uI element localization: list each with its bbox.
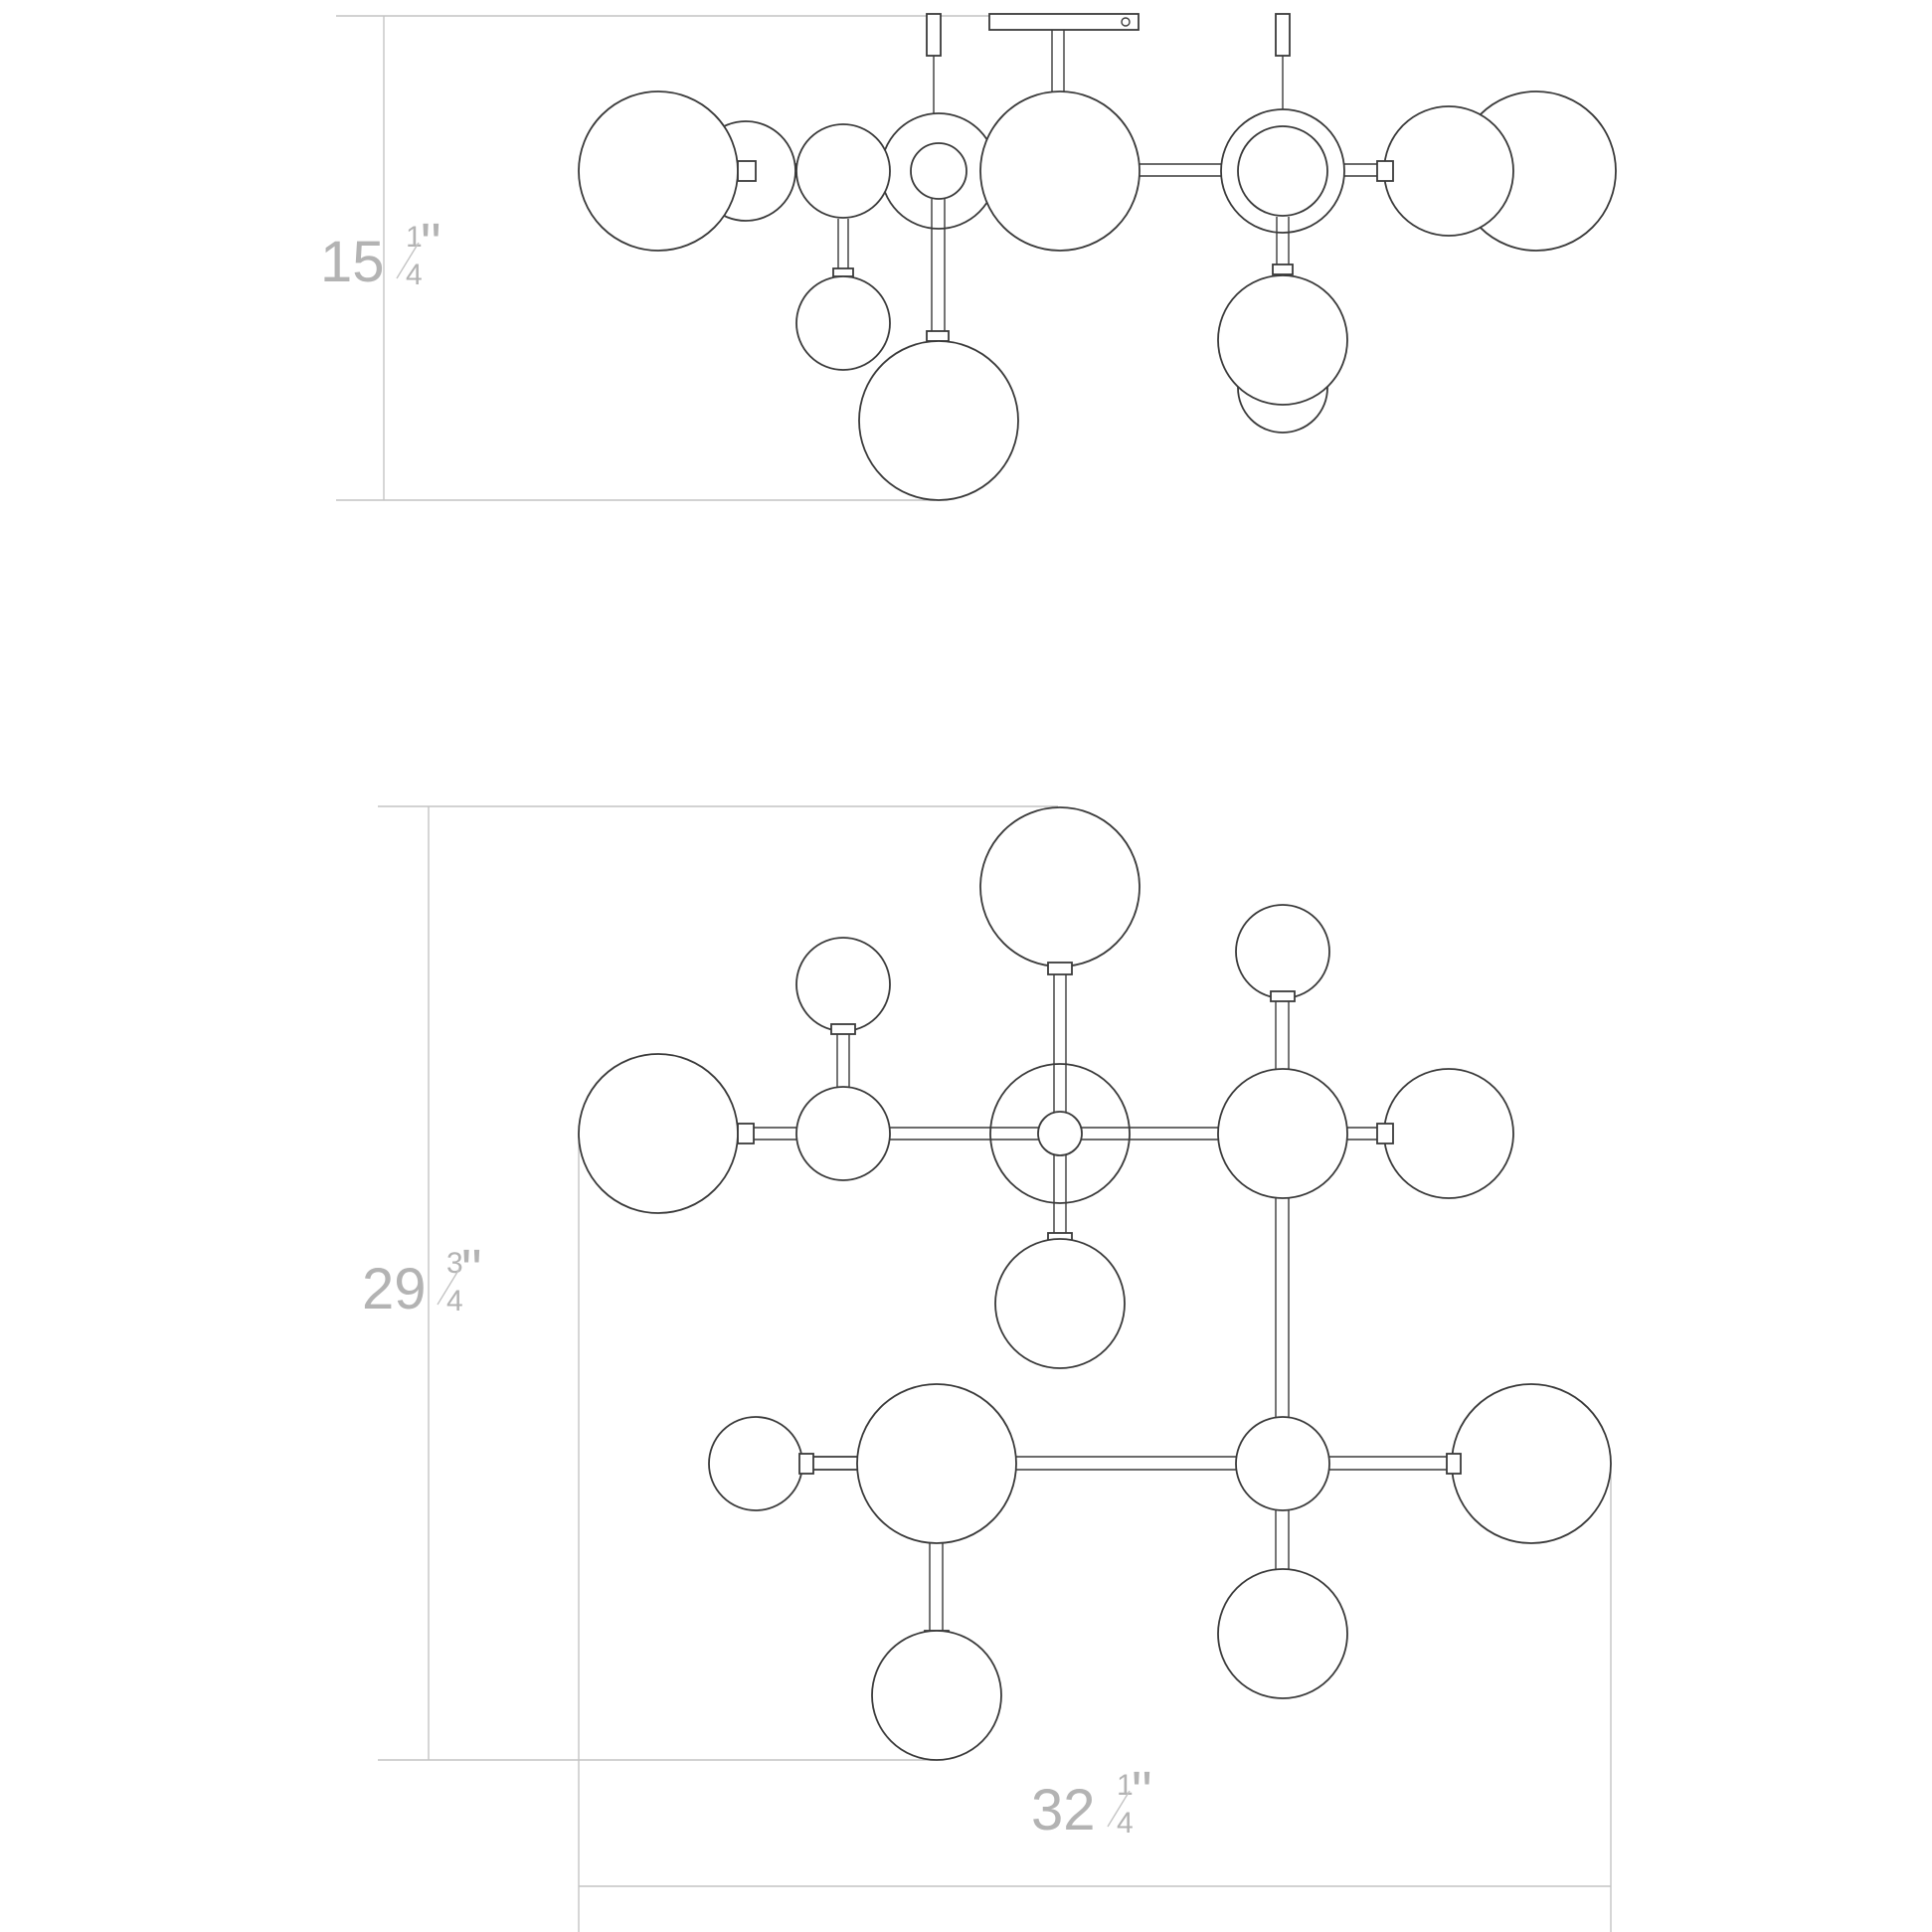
holder-top-right xyxy=(1270,990,1296,1002)
globe-center-drop xyxy=(994,1238,1126,1369)
width-dim-unit: " xyxy=(1132,1760,1152,1825)
globe-lower-left-large xyxy=(856,1383,1017,1544)
globe-left-mid xyxy=(795,123,891,219)
height-dim-whole-bottom: 29 xyxy=(362,1257,427,1321)
globe-drop-1 xyxy=(795,275,891,371)
height-dim-den-bottom: 4 xyxy=(446,1285,463,1317)
plan-view: 29 3 4 " 32 1 4 " xyxy=(362,805,1612,1932)
globe-mid-right-hub xyxy=(1217,1068,1348,1199)
width-dim-den: 4 xyxy=(1117,1807,1134,1840)
globe-drop-3 xyxy=(1217,274,1348,406)
globe-center-large xyxy=(979,90,1141,252)
globe-left-large xyxy=(578,90,739,252)
holder-top-center xyxy=(1047,962,1073,975)
cable-gripper-left xyxy=(926,13,942,57)
height-dim-whole-top: 15 xyxy=(320,230,385,294)
globe-top-right-small xyxy=(1235,904,1330,999)
hub-left xyxy=(910,142,967,200)
width-dim-num: 1 xyxy=(1117,1769,1134,1802)
hub-center xyxy=(1037,1111,1083,1156)
fraction-bar-top xyxy=(396,242,420,279)
height-dim-den-top: 4 xyxy=(406,259,423,291)
width-dim-whole: 32 xyxy=(1031,1778,1096,1843)
globe-mid-left-small xyxy=(795,1086,891,1181)
globe-lower-right-drop xyxy=(1217,1568,1348,1699)
globe-top-left-small xyxy=(795,937,891,1032)
height-dim-num-top: 1 xyxy=(406,221,423,254)
fraction-bar-width xyxy=(1107,1790,1131,1828)
globe-holder-left xyxy=(737,160,757,182)
height-dim-unit-bottom: " xyxy=(461,1238,482,1303)
holder-top-left xyxy=(830,1023,856,1035)
globe-top-center xyxy=(979,806,1141,967)
globe-right-mid xyxy=(1383,105,1514,237)
holder-lower-far-right xyxy=(1446,1453,1462,1475)
cable-gripper-right xyxy=(1275,13,1291,57)
globe-lower-far-right xyxy=(1451,1383,1612,1544)
drop-holder-2 xyxy=(926,330,950,342)
globe-mid-left-large xyxy=(578,1053,739,1214)
globe-lower-far-left xyxy=(708,1416,803,1511)
globe-mid-right xyxy=(1383,1068,1514,1199)
drop-holder-1 xyxy=(832,267,854,277)
canopy xyxy=(988,13,1140,31)
holder-mid-left xyxy=(737,1123,755,1144)
globe-lower-left-drop xyxy=(871,1630,1002,1761)
globe-drop-2 xyxy=(858,340,1019,501)
side-elevation-view: 15 1 4 " xyxy=(320,13,1617,501)
fraction-bar-bottom xyxy=(437,1268,460,1306)
canopy-screw xyxy=(1121,17,1131,27)
holder-mid-right xyxy=(1376,1123,1394,1144)
height-dim-unit-top: " xyxy=(421,212,441,276)
globe-holder-right xyxy=(1376,160,1394,182)
globe-right-hub xyxy=(1237,125,1328,217)
globe-lower-right-hub xyxy=(1235,1416,1330,1511)
holder-lower-far-left xyxy=(798,1453,814,1475)
height-dim-num-bottom: 3 xyxy=(446,1247,463,1280)
drop-holder-3 xyxy=(1272,263,1294,275)
